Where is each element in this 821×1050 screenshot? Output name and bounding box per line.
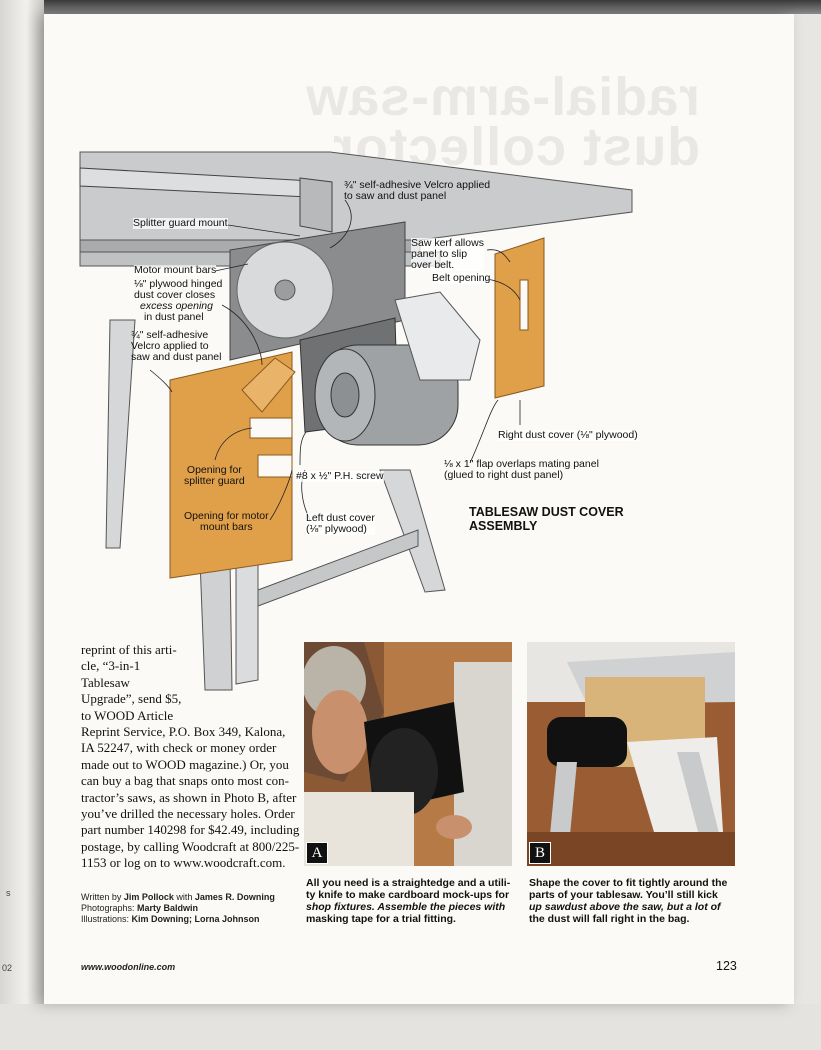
body-line: tractor’s saws, as shown in Photo B, aft… — [81, 789, 297, 805]
body-line: IA 52247, with check or money order — [81, 740, 277, 756]
body-text: reprint of this arti- cle, “3-in-1 Table… — [81, 642, 303, 872]
footer-url: www.woodonline.com — [81, 962, 176, 972]
caption-line: masking tape for a trial fitting. — [306, 913, 456, 925]
label-line: over belt. — [411, 259, 455, 271]
body-line: postage, by calling Woodcraft at 800/225… — [81, 838, 300, 854]
caption-line: ty knife to make cardboard mock-ups for — [306, 889, 510, 901]
label-line: ⅛ x 1" flap overlaps mating panel — [444, 458, 599, 470]
body-line: you’ve drilled the necessary holes. Orde… — [81, 806, 295, 822]
credit-name: James R. Downing — [194, 892, 275, 902]
label-line: Opening for motor — [184, 510, 269, 522]
caption-line: Shape the cover to fit tightly around th… — [529, 877, 728, 889]
credit-name: Jim Pollock — [123, 892, 174, 902]
photo-b-tag: B — [529, 842, 551, 864]
photo-a: A — [304, 642, 512, 866]
label-hinged-cover: ⅛" plywood hinged dust cover closes exce… — [134, 279, 222, 323]
credit-prefix: Illustrations: — [81, 914, 132, 924]
photo-a-caption: All you need is a straightedge and a uti… — [306, 877, 510, 925]
label-line: saw and dust panel — [131, 351, 222, 363]
label-line: ¾" self-adhesive Velcro applied — [344, 179, 491, 191]
credit-prefix: with — [173, 892, 195, 902]
photo-b: B — [527, 642, 735, 866]
label-left-dust-cover: Left dust cover (⅛" plywood) — [306, 513, 375, 535]
splitter-opening — [249, 417, 293, 439]
body-line: Reprint Service, P.O. Box 349, Kalona, — [81, 724, 286, 740]
label-line: in dust panel — [144, 311, 204, 323]
label-velcro-top: ¾" self-adhesive Velcro applied to saw a… — [344, 180, 490, 202]
label-line: (⅛" plywood) — [306, 523, 367, 535]
photo-a-image — [304, 642, 512, 866]
credit-photos: Photographs: Marty Baldwin — [81, 903, 275, 914]
label-flap: ⅛ x 1" flap overlaps mating panel (glued… — [444, 459, 599, 481]
caption-line: All you need is a straightedge and a uti… — [306, 877, 511, 889]
label-opening-splitter: Opening for splitter guard — [184, 465, 245, 487]
label-splitter-guard-mount: Splitter guard mount — [133, 217, 228, 229]
credit-name: Marty Baldwin — [137, 903, 199, 913]
belt-guard — [394, 291, 481, 381]
label-line: Saw kerf allows — [411, 237, 484, 249]
label-velcro-left: ¾" self-adhesive Velcro applied to saw a… — [131, 330, 221, 363]
photo-a-tag: A — [306, 842, 328, 864]
body-line: Upgrade”, send $5, — [81, 691, 182, 707]
diagram-title: TABLESAW DUST COVER ASSEMBLY — [469, 505, 624, 533]
label-line: Opening for — [186, 464, 242, 476]
label-screw: #8 x ½" P.H. screw — [296, 470, 384, 482]
credit-illustrations: Illustrations: Kim Downing; Lorna Johnso… — [81, 914, 275, 925]
margin-number: 02 — [2, 963, 13, 973]
credit-prefix: Written by — [81, 892, 124, 902]
label-saw-kerf: Saw kerf allows panel to slip over belt. — [411, 238, 484, 271]
motor-bar-opening — [257, 454, 293, 478]
label-line: splitter guard — [184, 475, 245, 487]
caption-line: up sawdust above the saw, but a lot of — [529, 901, 721, 913]
label-line: (glued to right dust panel) — [444, 469, 564, 481]
title-line: ASSEMBLY — [469, 519, 538, 533]
label-line: mount bars — [200, 521, 253, 533]
left-leg — [105, 319, 136, 549]
caption-line: the dust will fall right in the bag. — [529, 913, 690, 925]
label-line: dust cover closes — [134, 289, 216, 301]
body-line: Tablesaw — [81, 674, 130, 690]
label-belt-opening: Belt opening — [432, 272, 491, 284]
body-line: cle, “3-in-1 — [81, 658, 141, 674]
label-line: ⅛" plywood hinged — [134, 278, 223, 290]
body-line: 1153 or log on to www.woodcraft.com. — [81, 855, 286, 871]
label-opening-motor: Opening for motor mount bars — [184, 511, 269, 533]
body-line: made out to WOOD magazine.) Or, you — [81, 756, 289, 772]
right-leg — [379, 469, 446, 593]
rip-fence-end — [299, 177, 333, 233]
body-line: part number 140298 for $42.49, including — [81, 822, 300, 838]
scan-bottom-edge — [0, 1004, 821, 1050]
body-line: reprint of this arti- — [81, 642, 177, 657]
title-line: TABLESAW DUST COVER — [469, 505, 624, 519]
page-number: 123 — [716, 959, 737, 973]
label-line: excess opening — [140, 300, 213, 312]
credit-written: Written by Jim Pollock with James R. Dow… — [81, 892, 275, 903]
label-line: ¾" self-adhesive — [131, 329, 209, 341]
hinged-flap — [241, 357, 296, 413]
body-line: can buy a bag that snaps onto most con- — [81, 773, 289, 789]
photo-b-caption: Shape the cover to fit tightly around th… — [529, 877, 727, 925]
stretcher — [257, 529, 419, 607]
label-right-dust-cover: Right dust cover (⅛" plywood) — [498, 429, 638, 441]
credit-prefix: Photographs: — [81, 903, 138, 913]
tablesaw-illustration — [79, 151, 633, 691]
caption-line: parts of your tablesaw. You’ll still kic… — [529, 889, 718, 901]
margin-letter: s — [6, 888, 11, 898]
photo-b-image — [527, 642, 735, 866]
credit-name: Kim Downing; Lorna Johnson — [131, 914, 260, 924]
label-line: Left dust cover — [306, 512, 375, 524]
label-line: to saw and dust panel — [344, 190, 447, 202]
book-spine — [0, 0, 44, 1050]
label-line: Velcro applied to — [131, 340, 209, 352]
label-line: panel to slip — [411, 248, 468, 260]
scan-top-edge — [0, 0, 821, 14]
belt-opening — [519, 279, 529, 331]
caption-line: shop fixtures. Assemble the pieces with — [306, 901, 506, 913]
label-motor-mount-bars: Motor mount bars — [134, 264, 217, 276]
credits: Written by Jim Pollock with James R. Dow… — [81, 892, 275, 925]
body-line: to WOOD Article — [81, 707, 174, 723]
